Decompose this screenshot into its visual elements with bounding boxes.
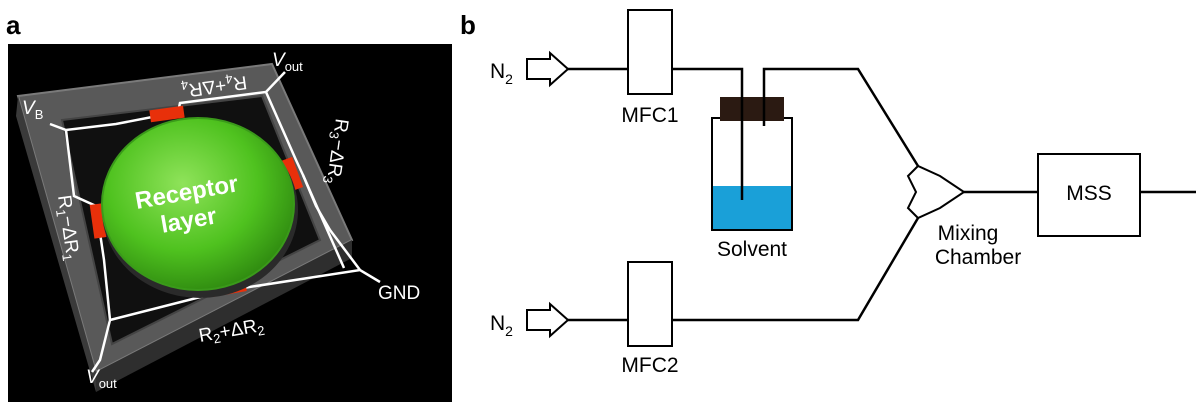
label-r4: R4+ΔR4 [180,69,248,101]
mfc2-box [627,261,673,347]
inlet-arrow-bottom [526,301,570,339]
label-r3: R3−ΔR3 [320,117,352,185]
line-bottle-to-mixer [762,67,920,167]
receptor-membrane: Receptor layer [101,117,298,298]
label-vout-top: Vout [272,50,303,74]
mixing-label-line1: Mixing [938,222,999,245]
panel-b: b N2 N2 MFC1 MFC2 [460,9,1196,377]
solvent-label: Solvent [717,238,787,261]
solvent-bottle [711,97,793,231]
label-n2-top: N2 [490,60,513,87]
resistor-r3 [280,156,304,192]
bottle-cap [720,97,784,121]
panel-letter-a: a [6,10,21,40]
resistor-r4 [149,105,185,123]
line-mfc2-to-mixer [672,217,920,322]
solvent-liquid [713,186,791,229]
panel-letter-b: b [460,10,476,40]
mfc1-label: MFC1 [621,104,678,127]
inlet-arrow-top [526,50,570,88]
mss-box [1037,153,1141,237]
mixing-label-line2: Chamber [935,246,1021,269]
mfc2-label: MFC2 [621,354,678,377]
panel-a: a [6,10,452,402]
label-r1: R1−ΔR1 [51,194,83,262]
label-vout-bottom: Vout [86,367,117,391]
label-gnd: GND [378,283,420,304]
label-vb: VB [22,98,43,122]
mixing-chamber [906,164,966,220]
label-n2-bottom: N2 [490,312,513,339]
mss-label: MSS [1066,182,1112,205]
mfc1-box [627,9,673,95]
